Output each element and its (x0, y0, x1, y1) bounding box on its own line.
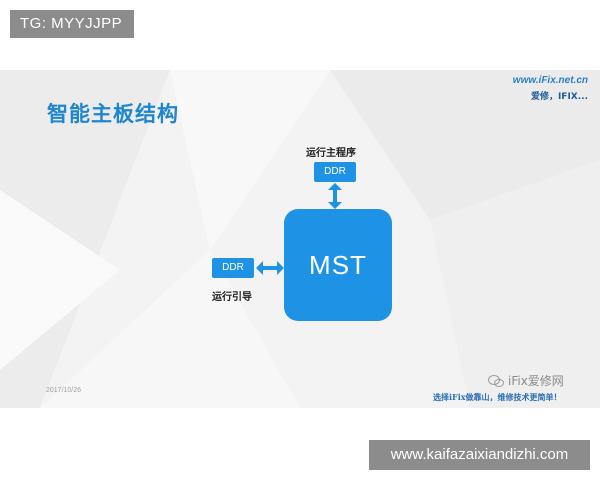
brand-url: www.iFix.net.cn (512, 75, 588, 86)
top-ddr-box: DDR (314, 162, 356, 182)
slide-date: 2017/10/26 (46, 387, 82, 394)
wechat-icon (488, 374, 504, 387)
top-ddr-label: 运行主程序 (306, 148, 356, 159)
left-ddr-label: 运行引导 (212, 292, 252, 303)
slide-background-pattern (0, 70, 600, 408)
mst-chip-box: MST (284, 209, 392, 321)
wechat-account-name: iFix爱修网 (508, 374, 564, 388)
bottom-watermark-badge: www.kaifazaixiandizhi.com (369, 440, 590, 470)
slide-slogan: 选择iFix做靠山，维修技术更简单！ (433, 392, 562, 402)
brand-logo-text: 爱修，IFIX... (530, 92, 588, 102)
wechat-account: iFix爱修网 (488, 372, 564, 389)
slide-title: 智能主板结构 (47, 102, 179, 126)
top-watermark-badge: TG: MYYJJPP (10, 10, 134, 38)
connection-arrows (256, 183, 342, 275)
presentation-slide: 智能主板结构 www.iFix.net.cn 爱修，IFIX... 运行主程序 … (0, 70, 600, 408)
left-ddr-box: DDR (212, 258, 254, 278)
